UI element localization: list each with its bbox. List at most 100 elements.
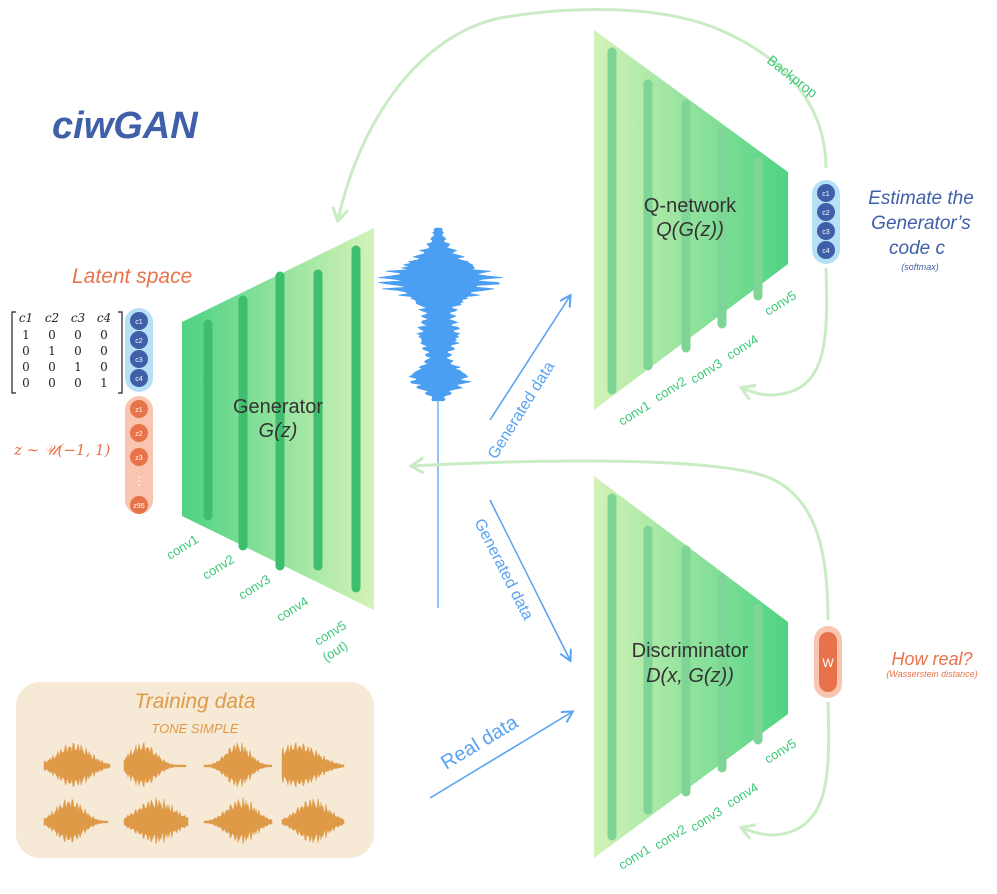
generator-name: Generator: [233, 396, 323, 418]
matrix-cell: 0: [22, 344, 30, 358]
matrix-header-cell: c1: [19, 311, 33, 325]
q-code-node-label: c3: [822, 229, 830, 236]
q-layer-label: conv3: [688, 355, 725, 386]
d-loop-arrow: [742, 701, 831, 835]
diagram-title: ciwGAN: [52, 105, 199, 147]
training-waveform: [281, 741, 345, 789]
generated-waveform: [378, 227, 503, 608]
generator-layer-label: conv3: [236, 571, 273, 602]
matrix-cell: 1: [22, 328, 30, 342]
real-data-label: Real data: [437, 711, 522, 774]
generated-data-arrow-bottom: Generated data: [470, 499, 570, 660]
estimate-note: (softmax): [901, 262, 939, 272]
matrix-header-cell: c4: [97, 311, 111, 325]
estimate-line-2: Generator’s: [871, 213, 971, 234]
matrix-cell: 0: [74, 328, 82, 342]
matrix-cell: 1: [74, 360, 82, 374]
discriminator-output-capsule: W: [814, 626, 842, 698]
latent-code-node-label: c3: [135, 357, 143, 364]
noise-node: [130, 400, 148, 418]
noise-node: [130, 496, 148, 514]
matrix-cell: 0: [22, 360, 30, 374]
matrix-cell: 0: [48, 376, 56, 390]
generator-formula: G(z): [259, 420, 298, 442]
training-waveform: [281, 798, 345, 844]
estimate-code-caption: Estimate the Generator’s code c (softmax…: [868, 188, 974, 272]
matrix-cell: 0: [100, 344, 108, 358]
discriminator-name: Discriminator: [632, 640, 749, 662]
code-matrix: c1 c2 c3 c4 1 0 0 0 0 1 0 0 0 0 1 0 0 0 0 1: [11, 311, 123, 394]
q-layer-label: conv4: [724, 331, 761, 362]
noise-node-label: z3: [135, 455, 143, 462]
training-waveform: [43, 742, 111, 788]
latent-code-node-label: c2: [135, 338, 143, 345]
estimate-line-1: Estimate the: [868, 188, 974, 209]
matrix-header-cell: c2: [45, 311, 59, 325]
q-network-formula: Q(G(z)): [656, 219, 724, 241]
q-loop-arrow: [742, 267, 829, 395]
training-waveform: [123, 797, 189, 845]
q-network-name: Q-network: [644, 195, 737, 217]
latent-space-heading: Latent space: [72, 265, 192, 288]
wasserstein-note: (Wasserstein distance): [886, 669, 977, 679]
generator-layer-label: conv4: [274, 593, 311, 624]
noise-node-label: z1: [135, 407, 143, 414]
noise-node-label: z95: [133, 503, 144, 510]
q-layer-label: conv1: [616, 397, 653, 428]
latent-code-node: [130, 369, 148, 387]
d-layer-label: conv5: [762, 735, 799, 766]
d-layer-label: conv4: [724, 779, 761, 810]
matrix-cell: 0: [48, 360, 56, 374]
q-code-node: [817, 184, 835, 202]
matrix-cell: 0: [48, 328, 56, 342]
q-code-node-label: c4: [822, 248, 830, 255]
matrix-cell: 0: [22, 376, 30, 390]
generator-network: Generator G(z) conv1conv2conv3conv4conv5…: [164, 228, 374, 665]
training-waveform: [203, 797, 273, 845]
matrix-cell: 0: [74, 344, 82, 358]
training-data-subtitle: TONE SIMPLE: [151, 721, 239, 736]
q-layer-label: conv2: [652, 373, 689, 404]
discriminator-feedback-arrow: [412, 461, 830, 621]
noise-capsule: z1 z2 z3 ⋮ z95: [125, 396, 153, 514]
training-waveform: [43, 798, 109, 844]
latent-code-node-label: c4: [135, 376, 143, 383]
q-code-node-label: c1: [822, 191, 830, 198]
generated-data-arrow-top: Generated data: [485, 296, 570, 462]
d-layer-label: conv3: [688, 803, 725, 834]
training-data-heading: Training data: [134, 690, 255, 713]
matrix-cell: 1: [100, 376, 108, 390]
q-code-node: [817, 241, 835, 259]
wasserstein-node: W: [822, 656, 834, 670]
matrix-cell: 0: [100, 360, 108, 374]
noise-node-label: z2: [135, 431, 143, 438]
latent-code-node-label: c1: [135, 319, 143, 326]
noise-distribution-formula: z ∼ 𝒰(−1, 1): [13, 441, 111, 459]
q-code-node-label: c2: [822, 210, 830, 217]
d-layer-label: conv1: [616, 841, 653, 872]
matrix-cell: 1: [48, 344, 56, 358]
q-code-node: [817, 222, 835, 240]
d-layer-label: conv2: [652, 821, 689, 852]
noise-node-ellipsis: ⋮: [133, 474, 145, 488]
generated-data-label-bottom: Generated data: [470, 516, 536, 623]
noise-node: [130, 424, 148, 442]
training-waveform: [123, 741, 187, 789]
generator-layer-label: conv2: [200, 551, 237, 582]
discriminator-formula: D(x, G(z)): [646, 665, 734, 687]
training-waveform: [203, 742, 273, 788]
latent-code-node: [130, 331, 148, 349]
matrix-cell: 0: [74, 376, 82, 390]
backprop-label: Backprop: [764, 52, 821, 101]
latent-code-capsule: c1 c2 c3 c4: [125, 308, 153, 392]
q-network: Q-network Q(G(z)) conv1conv2conv3conv4co…: [594, 30, 799, 429]
matrix-cell: 0: [100, 328, 108, 342]
training-data-panel: Training data TONE SIMPLE: [16, 682, 374, 858]
real-data-arrow: Real data: [429, 711, 572, 799]
matrix-header-cell: c3: [71, 311, 86, 325]
q-code-node: [817, 203, 835, 221]
estimate-line-3: code c: [889, 238, 945, 259]
q-output-capsule: c1 c2 c3 c4: [812, 180, 840, 264]
latent-code-node: [130, 312, 148, 330]
